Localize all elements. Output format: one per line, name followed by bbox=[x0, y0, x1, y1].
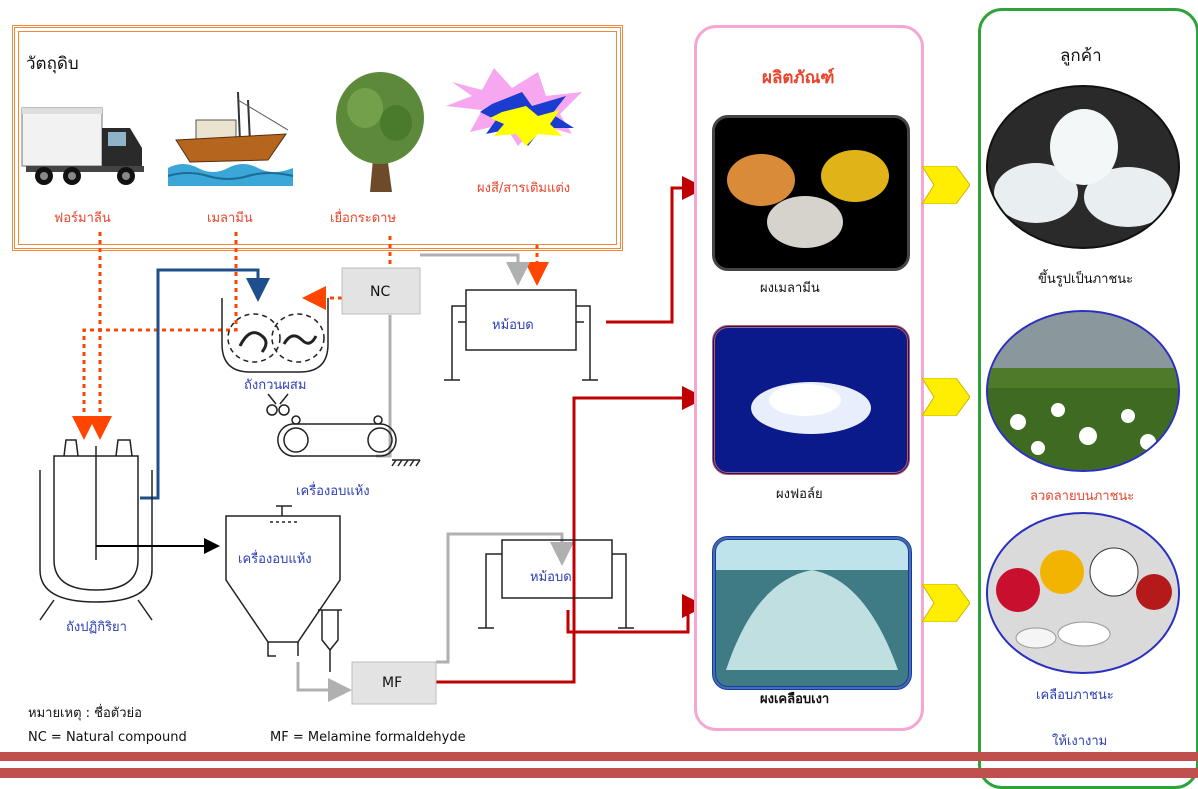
raw-materials-title: วัตถุดิบ bbox=[26, 54, 79, 74]
gloss-powder-photo bbox=[712, 536, 912, 690]
chevron-right-icon bbox=[922, 378, 970, 416]
nc-box-label: NC bbox=[370, 284, 391, 300]
customers-title: ลูกค้า bbox=[1060, 46, 1102, 66]
daisy-field-photo bbox=[986, 310, 1180, 472]
process-flow-diagram bbox=[39, 176, 700, 705]
customer-label: ขึ้นรูปเป็นภาชนะ bbox=[1038, 272, 1134, 287]
melamine-powder-photo bbox=[712, 115, 910, 271]
tree-icon bbox=[336, 72, 424, 192]
product-label: ผงฟอล์ย bbox=[776, 487, 823, 502]
foil-powder-photo bbox=[712, 325, 910, 475]
raw-item-label: ผงสี/สารเติมแต่ง bbox=[477, 181, 571, 196]
chevron-right-icon bbox=[922, 584, 970, 622]
truck-icon bbox=[21, 107, 144, 185]
mf-box-label: MF bbox=[382, 675, 403, 691]
customer-label: ให้เงางาม bbox=[1052, 734, 1108, 749]
white-plates-photo bbox=[986, 85, 1180, 249]
reactor-label: ถังปฏิกิริยา bbox=[66, 620, 127, 635]
notes-title: หมายเหตุ : ชื่อตัวย่อ bbox=[28, 706, 142, 721]
spray-dryer-label: เครื่องอบแห้ง bbox=[238, 552, 312, 567]
chevron-right-icon bbox=[922, 166, 970, 204]
belt-dryer-label: เครื่องอบแห้ง bbox=[296, 484, 370, 499]
mixer-tank-label: ถังกวนผสม bbox=[244, 378, 307, 393]
customer-label: ลวดลายบนภาชนะ bbox=[1030, 489, 1135, 504]
grinder-bottom-label: หม้อบด bbox=[530, 570, 572, 585]
raw-item-label: เมลามีน bbox=[207, 211, 253, 226]
customer-label: เคลือบภาชนะ bbox=[1036, 688, 1114, 703]
products-title: ผลิตภัณฑ์ bbox=[762, 68, 835, 88]
product-label: ผงเคลือบเงา bbox=[760, 692, 830, 707]
note-mf: MF = Melamine formaldehyde bbox=[270, 730, 466, 745]
decorated-dishes-photo bbox=[986, 512, 1180, 674]
footer-bar bbox=[0, 752, 1198, 761]
grinder-top-label: หม้อบด bbox=[492, 318, 534, 333]
raw-item-label: ฟอร์มาลีน bbox=[54, 211, 111, 226]
fishing-boat-icon bbox=[168, 91, 294, 186]
product-label: ผงเมลามีน bbox=[760, 281, 820, 296]
note-nc: NC = Natural compound bbox=[28, 730, 187, 745]
color-burst-icon bbox=[446, 68, 582, 146]
footer-bar bbox=[0, 768, 1198, 778]
raw-item-label: เยื่อกระดาษ bbox=[330, 211, 397, 226]
